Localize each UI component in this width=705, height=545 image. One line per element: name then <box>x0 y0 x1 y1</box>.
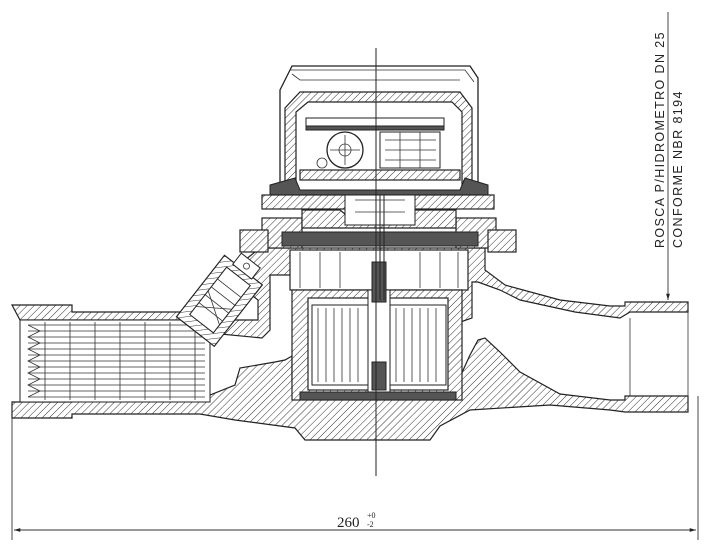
dimension-tolerance-lower: -2 <box>367 520 374 529</box>
overall-length-dimension: 260 +0 -2 <box>11 396 699 540</box>
dimension-tolerance-upper: +0 <box>367 511 376 520</box>
thread-note-line1: ROSCA P/HIDROMETRO DN 25 <box>653 31 667 248</box>
thread-note-line2: CONFORME NBR 8194 <box>671 90 685 248</box>
measuring-chamber <box>289 249 469 401</box>
register-mechanism <box>269 117 489 196</box>
adjustment-screw <box>175 252 264 348</box>
flange <box>239 194 517 253</box>
dimension-value: 260 <box>337 515 360 531</box>
thread-note: ROSCA P/HIDROMETRO DN 25 CONFORME NBR 81… <box>653 12 685 300</box>
centerline <box>375 48 385 476</box>
inlet-strainer <box>19 319 211 403</box>
